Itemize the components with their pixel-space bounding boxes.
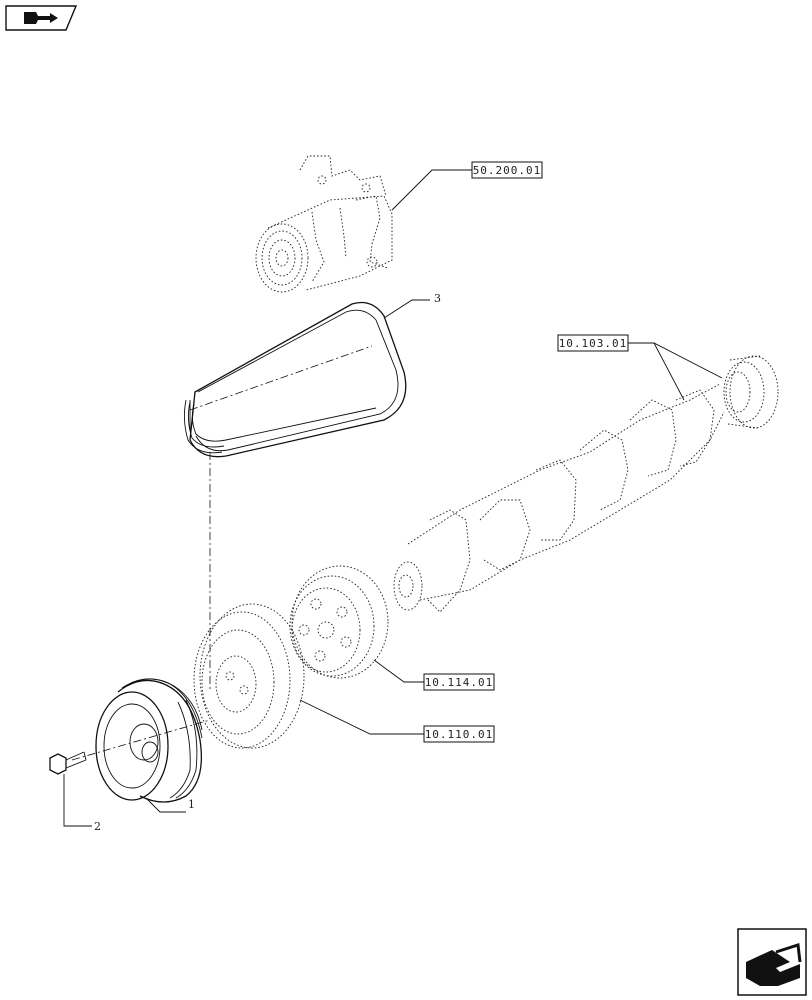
- damper-hub: [289, 565, 389, 679]
- leader-ac: [391, 169, 472, 211]
- leader-bolt: [63, 774, 92, 827]
- part-number-pulley: 1: [188, 798, 195, 811]
- ref-label-damper: 10.110.01: [425, 728, 494, 741]
- previous-page-icon[interactable]: [5, 5, 78, 31]
- bolt: [49, 751, 87, 775]
- part-number-bolt: 2: [94, 820, 101, 833]
- crankshaft: [393, 383, 725, 613]
- crank-pulley: [95, 678, 203, 803]
- part-number-belt: 3: [434, 292, 441, 305]
- ref-label-ac: 50.200.01: [473, 164, 542, 177]
- leader-belt: [383, 299, 430, 319]
- ref-box-ac[interactable]: 50.200.01: [471, 161, 543, 179]
- ref-box-crank-gear[interactable]: 10.103.01: [557, 334, 629, 352]
- ref-box-hub[interactable]: 10.114.01: [423, 673, 495, 691]
- leader-crank-gear: [628, 342, 723, 401]
- crank-gear: [723, 355, 779, 429]
- assembly-centerline: [71, 345, 373, 761]
- ref-label-crank-gear: 10.103.01: [559, 337, 628, 350]
- leader-damper: [299, 699, 424, 735]
- ac-compressor: [255, 155, 393, 293]
- next-page-icon[interactable]: [737, 928, 807, 996]
- ref-box-damper[interactable]: 10.110.01: [423, 725, 495, 743]
- vibration-damper: [193, 603, 305, 749]
- leader-pulley: [145, 797, 186, 813]
- drive-belt: [183, 301, 407, 458]
- ref-label-hub: 10.114.01: [425, 676, 494, 689]
- leader-hub: [373, 659, 424, 683]
